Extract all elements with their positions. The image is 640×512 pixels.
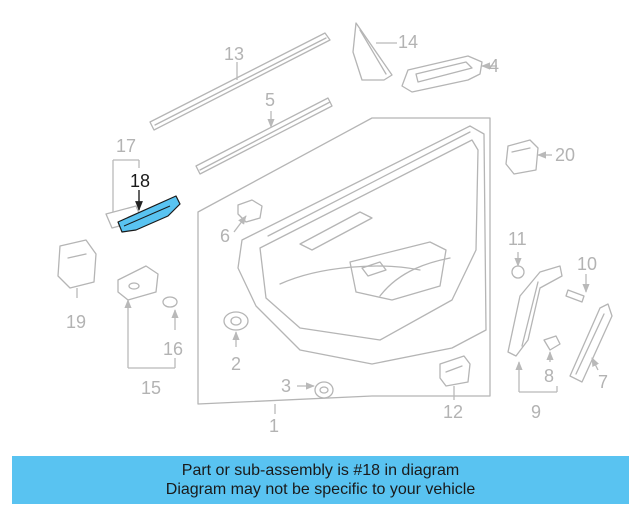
part-8-clip: 8 <box>543 335 561 386</box>
callout-2: 2 <box>231 354 241 374</box>
callout-12: 12 <box>443 402 463 422</box>
part-7-trim-strip: 7 <box>569 303 613 392</box>
part-12-bracket: 12 <box>439 355 471 422</box>
part-14-corner-trim: 14 <box>352 22 418 81</box>
callout-6: 6 <box>220 226 230 246</box>
callout-8: 8 <box>544 366 554 386</box>
part-5-weatherstrip: 5 <box>195 90 333 175</box>
info-line-disclaimer: Diagram may not be specific to your vehi… <box>165 481 476 498</box>
part-9-pull-handle: 9 <box>507 265 563 422</box>
part-10-bolt: 10 <box>565 254 597 303</box>
callout-4: 4 <box>489 56 499 76</box>
part-3-grommet: 3 <box>281 376 334 399</box>
callout-16: 16 <box>163 339 183 359</box>
callout-13: 13 <box>224 44 244 64</box>
callout-19: 19 <box>66 312 86 332</box>
callout-14: 14 <box>398 32 418 52</box>
callout-11: 11 <box>508 229 527 249</box>
callout-3: 3 <box>281 376 291 396</box>
part-13-belt-molding: 13 <box>149 32 331 131</box>
part-18-highlighted: 18 <box>117 171 181 233</box>
part-6-clip: 6 <box>220 199 263 246</box>
part-1-door-trim-panel: 1 <box>197 117 491 436</box>
info-banner: Part or sub-assembly is #18 in diagram D… <box>12 456 629 504</box>
callout-15: 15 <box>141 378 161 398</box>
part-11-screw: 11 <box>508 229 527 279</box>
callout-7: 7 <box>598 372 608 392</box>
info-line-part: Part or sub-assembly is #18 in diagram <box>181 462 460 479</box>
callout-10: 10 <box>577 254 597 274</box>
part-20-switch: 20 <box>505 139 575 175</box>
callout-1: 1 <box>269 416 279 436</box>
part-16-screw: 16 <box>162 296 183 368</box>
part-15-bracket: 15 <box>117 265 175 398</box>
callout-18: 18 <box>130 171 150 191</box>
callout-17: 17 <box>116 136 136 156</box>
callout-20: 20 <box>555 145 575 165</box>
part-2-fastener: 2 <box>223 311 249 374</box>
part-19-housing: 19 <box>57 239 97 332</box>
parts-diagram: 13 5 14 4 20 1 <box>57 22 613 436</box>
part-4-inner-handle: 4 <box>401 55 499 93</box>
callout-5: 5 <box>265 90 275 110</box>
callout-9: 9 <box>531 402 541 422</box>
